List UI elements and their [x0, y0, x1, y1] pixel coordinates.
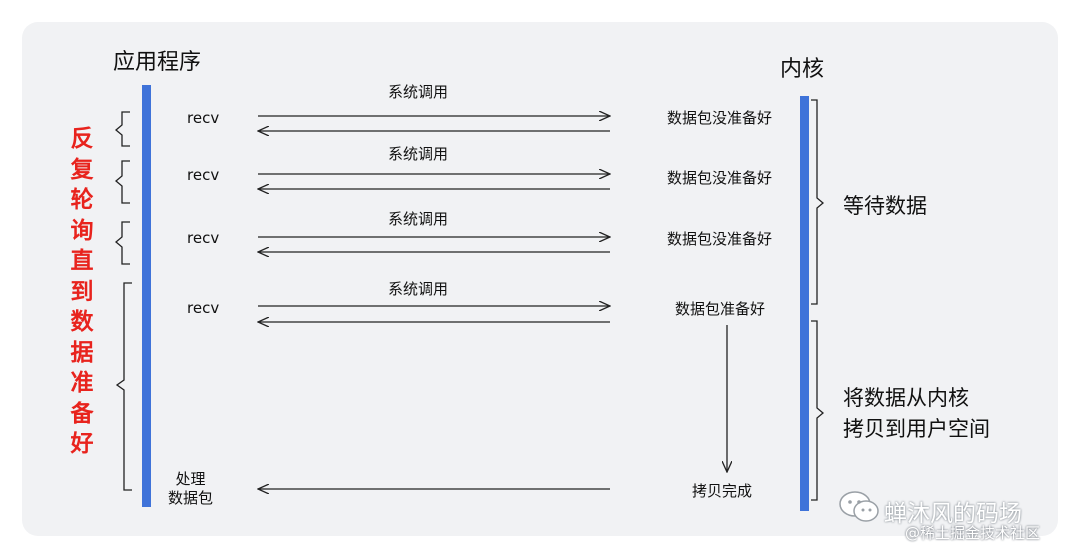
recv-label: recv	[187, 299, 220, 317]
syscall-label: 系统调用	[388, 280, 449, 298]
round-brace	[114, 111, 130, 147]
kernel-reply-label: 数据包没准备好	[667, 230, 773, 248]
wait-phase-label: 等待数据	[843, 194, 927, 218]
copy-phase-label: 将数据从内核 拷贝到用户空间	[843, 386, 990, 441]
watermark-sub: @稀土掘金技术社区	[905, 524, 1041, 542]
recv-label: recv	[187, 109, 220, 127]
process-packet-label: 处理 数据包	[168, 470, 214, 507]
recv-label: recv	[187, 166, 220, 184]
syscall-label: 系统调用	[388, 145, 449, 163]
wechat-icon	[839, 491, 879, 522]
wait-phase-brace	[811, 99, 825, 305]
watermark-main: 蝉沐风的码场	[884, 501, 1022, 527]
round-brace	[114, 221, 130, 265]
left-note: 反复轮询直到数据准备好	[70, 126, 94, 457]
copy-done-label: 拷贝完成	[692, 482, 753, 500]
round-brace	[114, 160, 130, 204]
recv-label: recv	[187, 229, 220, 247]
syscall-label: 系统调用	[388, 210, 449, 228]
syscall-label: 系统调用	[388, 83, 449, 101]
kernel-reply-label: 数据包准备好	[675, 300, 766, 318]
kernel-timeline-bar	[800, 96, 809, 511]
kernel-reply-label: 数据包没准备好	[667, 109, 773, 127]
kernel-header: 内核	[780, 57, 825, 82]
app-header: 应用程序	[113, 50, 202, 75]
app-timeline-bar	[142, 85, 151, 507]
diagram-canvas	[22, 22, 1058, 536]
kernel-reply-label: 数据包没准备好	[667, 169, 773, 187]
processing-brace	[115, 282, 132, 491]
copy-phase-brace	[811, 320, 825, 501]
